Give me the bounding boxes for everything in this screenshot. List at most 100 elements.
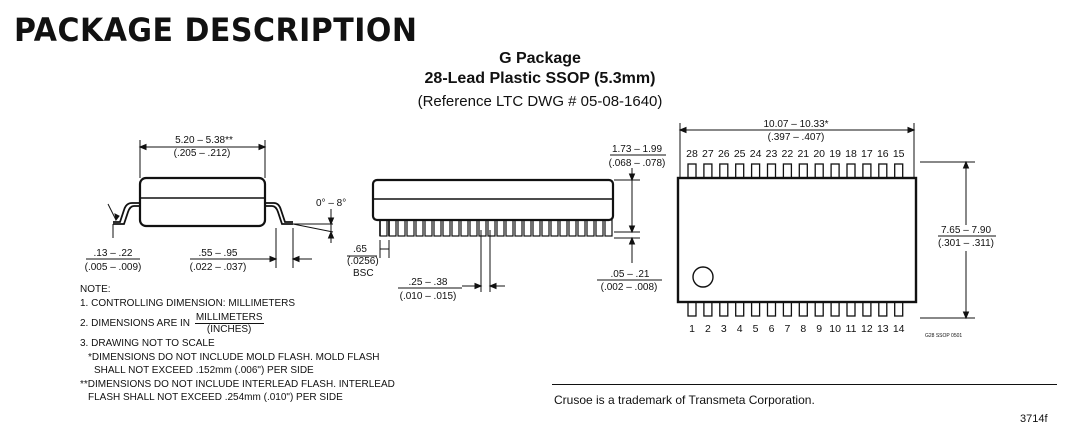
units-numerator: MILLIMETERS (194, 312, 264, 324)
foot-length-mm: .55 – .95 (199, 248, 238, 259)
pin-number-label: 1 (689, 323, 695, 335)
drawing-code: G28 SSOP 0501 (925, 333, 962, 339)
pin1-indicator (692, 266, 714, 288)
top-lead (814, 163, 824, 179)
pin-number-label: 8 (800, 323, 806, 335)
section-heading: PACKAGE DESCRIPTION (14, 12, 418, 50)
top-lead (862, 163, 872, 179)
standoff-in: (.002 – .008) (601, 282, 658, 293)
lead-span-mm: 7.65 – 7.90 (941, 225, 991, 236)
top-lead (703, 163, 713, 179)
pin-number-label: 23 (766, 148, 778, 160)
front-lead (487, 219, 496, 237)
pin-number-label: 15 (893, 148, 905, 160)
front-lead (424, 219, 433, 237)
bottom-lead (894, 301, 904, 317)
top-lead (830, 163, 840, 179)
pin-number-label: 7 (784, 323, 790, 335)
front-lead (433, 219, 442, 237)
front-lead (406, 219, 415, 237)
front-lead (469, 219, 478, 237)
top-lead (782, 163, 793, 179)
standoff-mm: .05 – .21 (611, 269, 650, 280)
lead-width-in: (.010 – .015) (400, 291, 457, 302)
pin-number-label: 22 (782, 148, 794, 160)
front-lead (568, 219, 577, 237)
front-lead (478, 219, 487, 237)
bottom-lead (830, 301, 840, 317)
bottom-lead (798, 301, 808, 317)
top-lead (735, 163, 745, 179)
pin-number-label: 2 (705, 323, 711, 335)
body-length-in: (.397 – .407) (768, 132, 825, 143)
bottom-lead (782, 301, 793, 317)
pin-number-label: 3 (721, 323, 727, 335)
front-lead (415, 219, 424, 237)
note-3: 3. DRAWING NOT TO SCALE (80, 338, 215, 349)
front-lead (586, 219, 595, 237)
top-lead (878, 163, 888, 179)
front-lead (505, 219, 514, 237)
top-body (676, 176, 918, 304)
lead-pitch-in: (.0256) (347, 256, 379, 267)
pin-number-label: 24 (750, 148, 762, 160)
front-lead (595, 219, 604, 237)
notes-header: NOTE: (80, 284, 111, 295)
foot-length-in: (.022 – .037) (190, 262, 247, 273)
front-lead (541, 219, 550, 237)
lead-pitch-note: BSC (353, 268, 374, 279)
front-view: .65 (.0256) BSC .25 – .38 (.010 – .015) … (347, 144, 666, 302)
top-lead (687, 163, 697, 179)
front-lead (388, 219, 397, 237)
notes-block: NOTE: 1. CONTROLLING DIMENSION: MILLIMET… (80, 283, 395, 405)
pin-number-label: 5 (753, 323, 759, 335)
pin-number-label: 12 (861, 323, 873, 335)
front-lead (496, 219, 505, 237)
body-length-mm: 10.07 – 10.33* (763, 119, 828, 130)
top-lead (766, 163, 777, 179)
bottom-lead (719, 301, 729, 317)
lead-width-mm: .25 – .38 (409, 277, 448, 288)
front-lead (442, 219, 451, 237)
front-lead (559, 219, 568, 237)
units-fraction: MILLIMETERS (INCHES) (194, 312, 264, 335)
package-height-in: (.068 – .078) (609, 158, 666, 169)
note-2: 2. DIMENSIONS ARE IN MILLIMETERS (INCHES… (80, 312, 395, 335)
pin-number-label: 25 (734, 148, 746, 160)
top-lead (846, 163, 856, 179)
pin-number-label: 28 (686, 148, 698, 160)
lead-span-in: (.301 – .311) (938, 238, 994, 249)
document-number: 3714f (1020, 413, 1048, 425)
front-body (371, 178, 615, 222)
pin-number-label: 16 (877, 148, 889, 160)
bottom-lead (878, 301, 888, 317)
bottom-lead (703, 301, 713, 317)
bottom-lead (750, 301, 761, 317)
lead-pitch-mm: .65 (353, 244, 367, 255)
pin-number-label: 10 (829, 323, 841, 335)
front-lead (532, 219, 541, 237)
note-star2-line2: FLASH SHALL NOT EXCEED .254mm (.010") PE… (88, 392, 343, 403)
bottom-lead (687, 301, 697, 317)
trademark-note: Crusoe is a trademark of Transmeta Corpo… (554, 393, 815, 407)
top-lead (894, 163, 904, 179)
package-height-mm: 1.73 – 1.99 (612, 144, 662, 155)
bottom-lead (814, 301, 824, 317)
units-denominator: (INCHES) (206, 324, 252, 335)
front-lead (523, 219, 532, 237)
side-width-mm: 5.20 – 5.38** (175, 135, 233, 146)
front-lead (577, 219, 586, 237)
pin-number-label: 20 (813, 148, 825, 160)
front-lead (550, 219, 559, 237)
front-lead (460, 219, 469, 237)
package-title: G Package (499, 50, 581, 67)
front-lead (514, 219, 523, 237)
pin-number-label: 6 (769, 323, 775, 335)
pin-number-label: 19 (829, 148, 841, 160)
top-lead (798, 163, 808, 179)
package-subtitle: 28-Lead Plastic SSOP (5.3mm) (424, 70, 656, 87)
note-star2-line1: **DIMENSIONS DO NOT INCLUDE INTERLEAD FL… (80, 378, 395, 390)
side-width-in: (.205 – .212) (174, 148, 231, 159)
